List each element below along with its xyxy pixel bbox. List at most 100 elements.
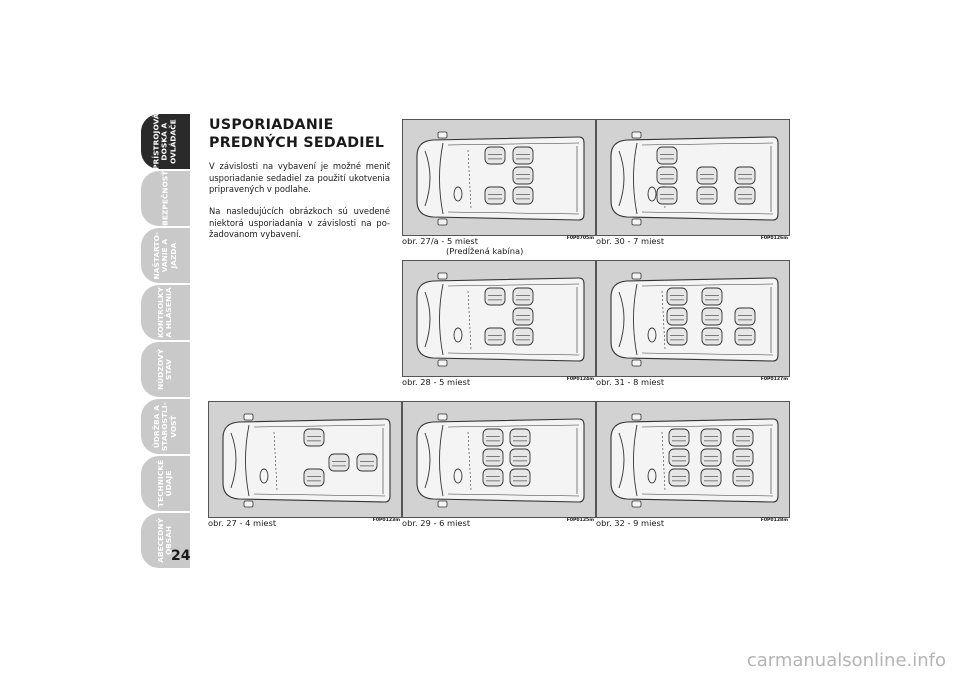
seat-icon [696, 166, 718, 185]
figure-code: F0P0126m [760, 236, 788, 241]
figure-caption: obr. 32 - 9 miest [596, 518, 665, 528]
seating-diagram [402, 119, 596, 236]
figure-27: obr. 27 - 4 miest F0P0123m [208, 401, 402, 528]
figure-caption: obr. 29 - 6 miest [402, 518, 471, 528]
seating-diagram [596, 260, 790, 377]
tab-label: NAŠTARTO- VANIE A JAZDA [151, 231, 178, 280]
figure-29: obr. 29 - 6 miest F0P0125m [402, 401, 596, 528]
mirror-icon [437, 500, 448, 508]
tab-label: TECHNICKÉ ÚDAJE [156, 459, 174, 508]
seat-icon [482, 468, 504, 487]
van-diagram [610, 272, 779, 367]
seat-icon [700, 448, 722, 467]
mirror-icon [631, 500, 642, 508]
tab-nudzovy-stav[interactable]: NÚDZOVÝ STAV [141, 342, 190, 397]
seat-icon [512, 287, 534, 306]
figure-32: obr. 32 - 9 miest F0P0128m [596, 401, 790, 528]
mirror-icon [631, 131, 642, 139]
seating-diagram [596, 401, 790, 518]
seat-icon [512, 166, 534, 185]
figure-30: obr. 30 - 7 miest F0P0126m [596, 119, 790, 246]
seat-icon [666, 307, 688, 326]
seat-icon [512, 186, 534, 205]
section-title: USPORIADANIE PREDNÝCH SEDADIEL [209, 117, 385, 151]
seat-icon [696, 186, 718, 205]
seat-icon [666, 327, 688, 346]
seating-diagram [208, 401, 402, 518]
tab-label: KONTROLKY A HLÁSENIA [156, 287, 174, 338]
seat-icon [509, 428, 531, 447]
mirror-icon [437, 218, 448, 226]
seat-icon [303, 468, 325, 487]
seat-icon [668, 468, 690, 487]
figure-27a: obr. 27/a - 5 miest (Predĺžená kabína) F… [402, 119, 596, 256]
seat-icon [484, 327, 506, 346]
seat-icon [484, 146, 506, 165]
tab-nastartovanie[interactable]: NAŠTARTO- VANIE A JAZDA [141, 228, 190, 283]
steering-wheel-icon [453, 468, 463, 484]
seat-icon [509, 468, 531, 487]
van-diagram [222, 413, 391, 508]
van-diagram [416, 131, 585, 226]
mirror-icon [631, 218, 642, 226]
steering-wheel-icon [647, 186, 657, 202]
mirror-icon [631, 272, 642, 280]
watermark: carmanualsonline.info [746, 650, 946, 671]
body-paragraph: V závislosti na vybavení je možné meniť … [209, 161, 390, 195]
figure-code: F0P0125m [566, 518, 594, 523]
seat-icon [512, 327, 534, 346]
seat-icon [303, 428, 325, 447]
mirror-icon [437, 272, 448, 280]
seat-icon [734, 166, 756, 185]
seat-icon [668, 428, 690, 447]
seat-icon [732, 468, 754, 487]
tab-label: NÚDZOVÝ STAV [156, 348, 174, 391]
steering-wheel-icon [453, 186, 463, 202]
van-diagram [416, 413, 585, 508]
tab-abecedny-obsah[interactable]: ABECEDNÝ OBSAH [141, 513, 190, 568]
tab-technicke-udaje[interactable]: TECHNICKÉ ÚDAJE [141, 456, 190, 511]
van-diagram [610, 413, 779, 508]
tab-udrzba[interactable]: ÚDRŽBA A STAROSTLI- VOSŤ [141, 399, 190, 454]
seat-icon [512, 307, 534, 326]
van-body [222, 418, 391, 503]
van-diagram [416, 272, 585, 367]
figure-31: obr. 31 - 8 miest F0P0127m [596, 260, 790, 387]
figure-caption: obr. 30 - 7 miest [596, 236, 665, 246]
seat-icon [734, 307, 756, 326]
steering-wheel-icon [259, 468, 269, 484]
seat-icon [482, 428, 504, 447]
mirror-icon [243, 500, 254, 508]
figure-code: F0P0127m [760, 377, 788, 382]
figure-caption: obr. 28 - 5 miest [402, 377, 471, 387]
body-paragraph: Na nasledujúcích obrázkoch sú uvedené ni… [209, 206, 390, 240]
seat-icon [509, 448, 531, 467]
figure-code: F0P0123m [372, 518, 400, 523]
seat-icon [484, 186, 506, 205]
steering-wheel-icon [647, 327, 657, 343]
tab-bezpecnost[interactable]: BEZPEČNOSŤ [141, 171, 190, 226]
figure-caption: obr. 27/a - 5 miest [402, 236, 478, 246]
tab-label: PRÍSTROJOVÁ DOSKA A OVLÁDAČE [151, 113, 178, 170]
seating-diagram [596, 119, 790, 236]
seat-icon [512, 146, 534, 165]
seat-icon [701, 287, 723, 306]
tab-kontrolky[interactable]: KONTROLKY A HLÁSENIA [141, 285, 190, 340]
mirror-icon [437, 359, 448, 367]
van-body [416, 277, 585, 362]
seat-icon [700, 468, 722, 487]
steering-wheel-icon [453, 327, 463, 343]
figure-code: F0P0705m [566, 236, 594, 241]
tab-pristrojova-doska[interactable]: PRÍSTROJOVÁ DOSKA A OVLÁDAČE [141, 113, 190, 170]
van-body [416, 136, 585, 221]
seat-icon [700, 428, 722, 447]
seat-icon [656, 146, 678, 165]
seat-icon [732, 428, 754, 447]
steering-wheel-icon [647, 468, 657, 484]
seat-icon [732, 448, 754, 467]
mirror-icon [631, 413, 642, 421]
figure-caption: obr. 31 - 8 miest [596, 377, 665, 387]
seat-icon [666, 287, 688, 306]
seat-icon [701, 327, 723, 346]
seat-icon [328, 453, 350, 472]
